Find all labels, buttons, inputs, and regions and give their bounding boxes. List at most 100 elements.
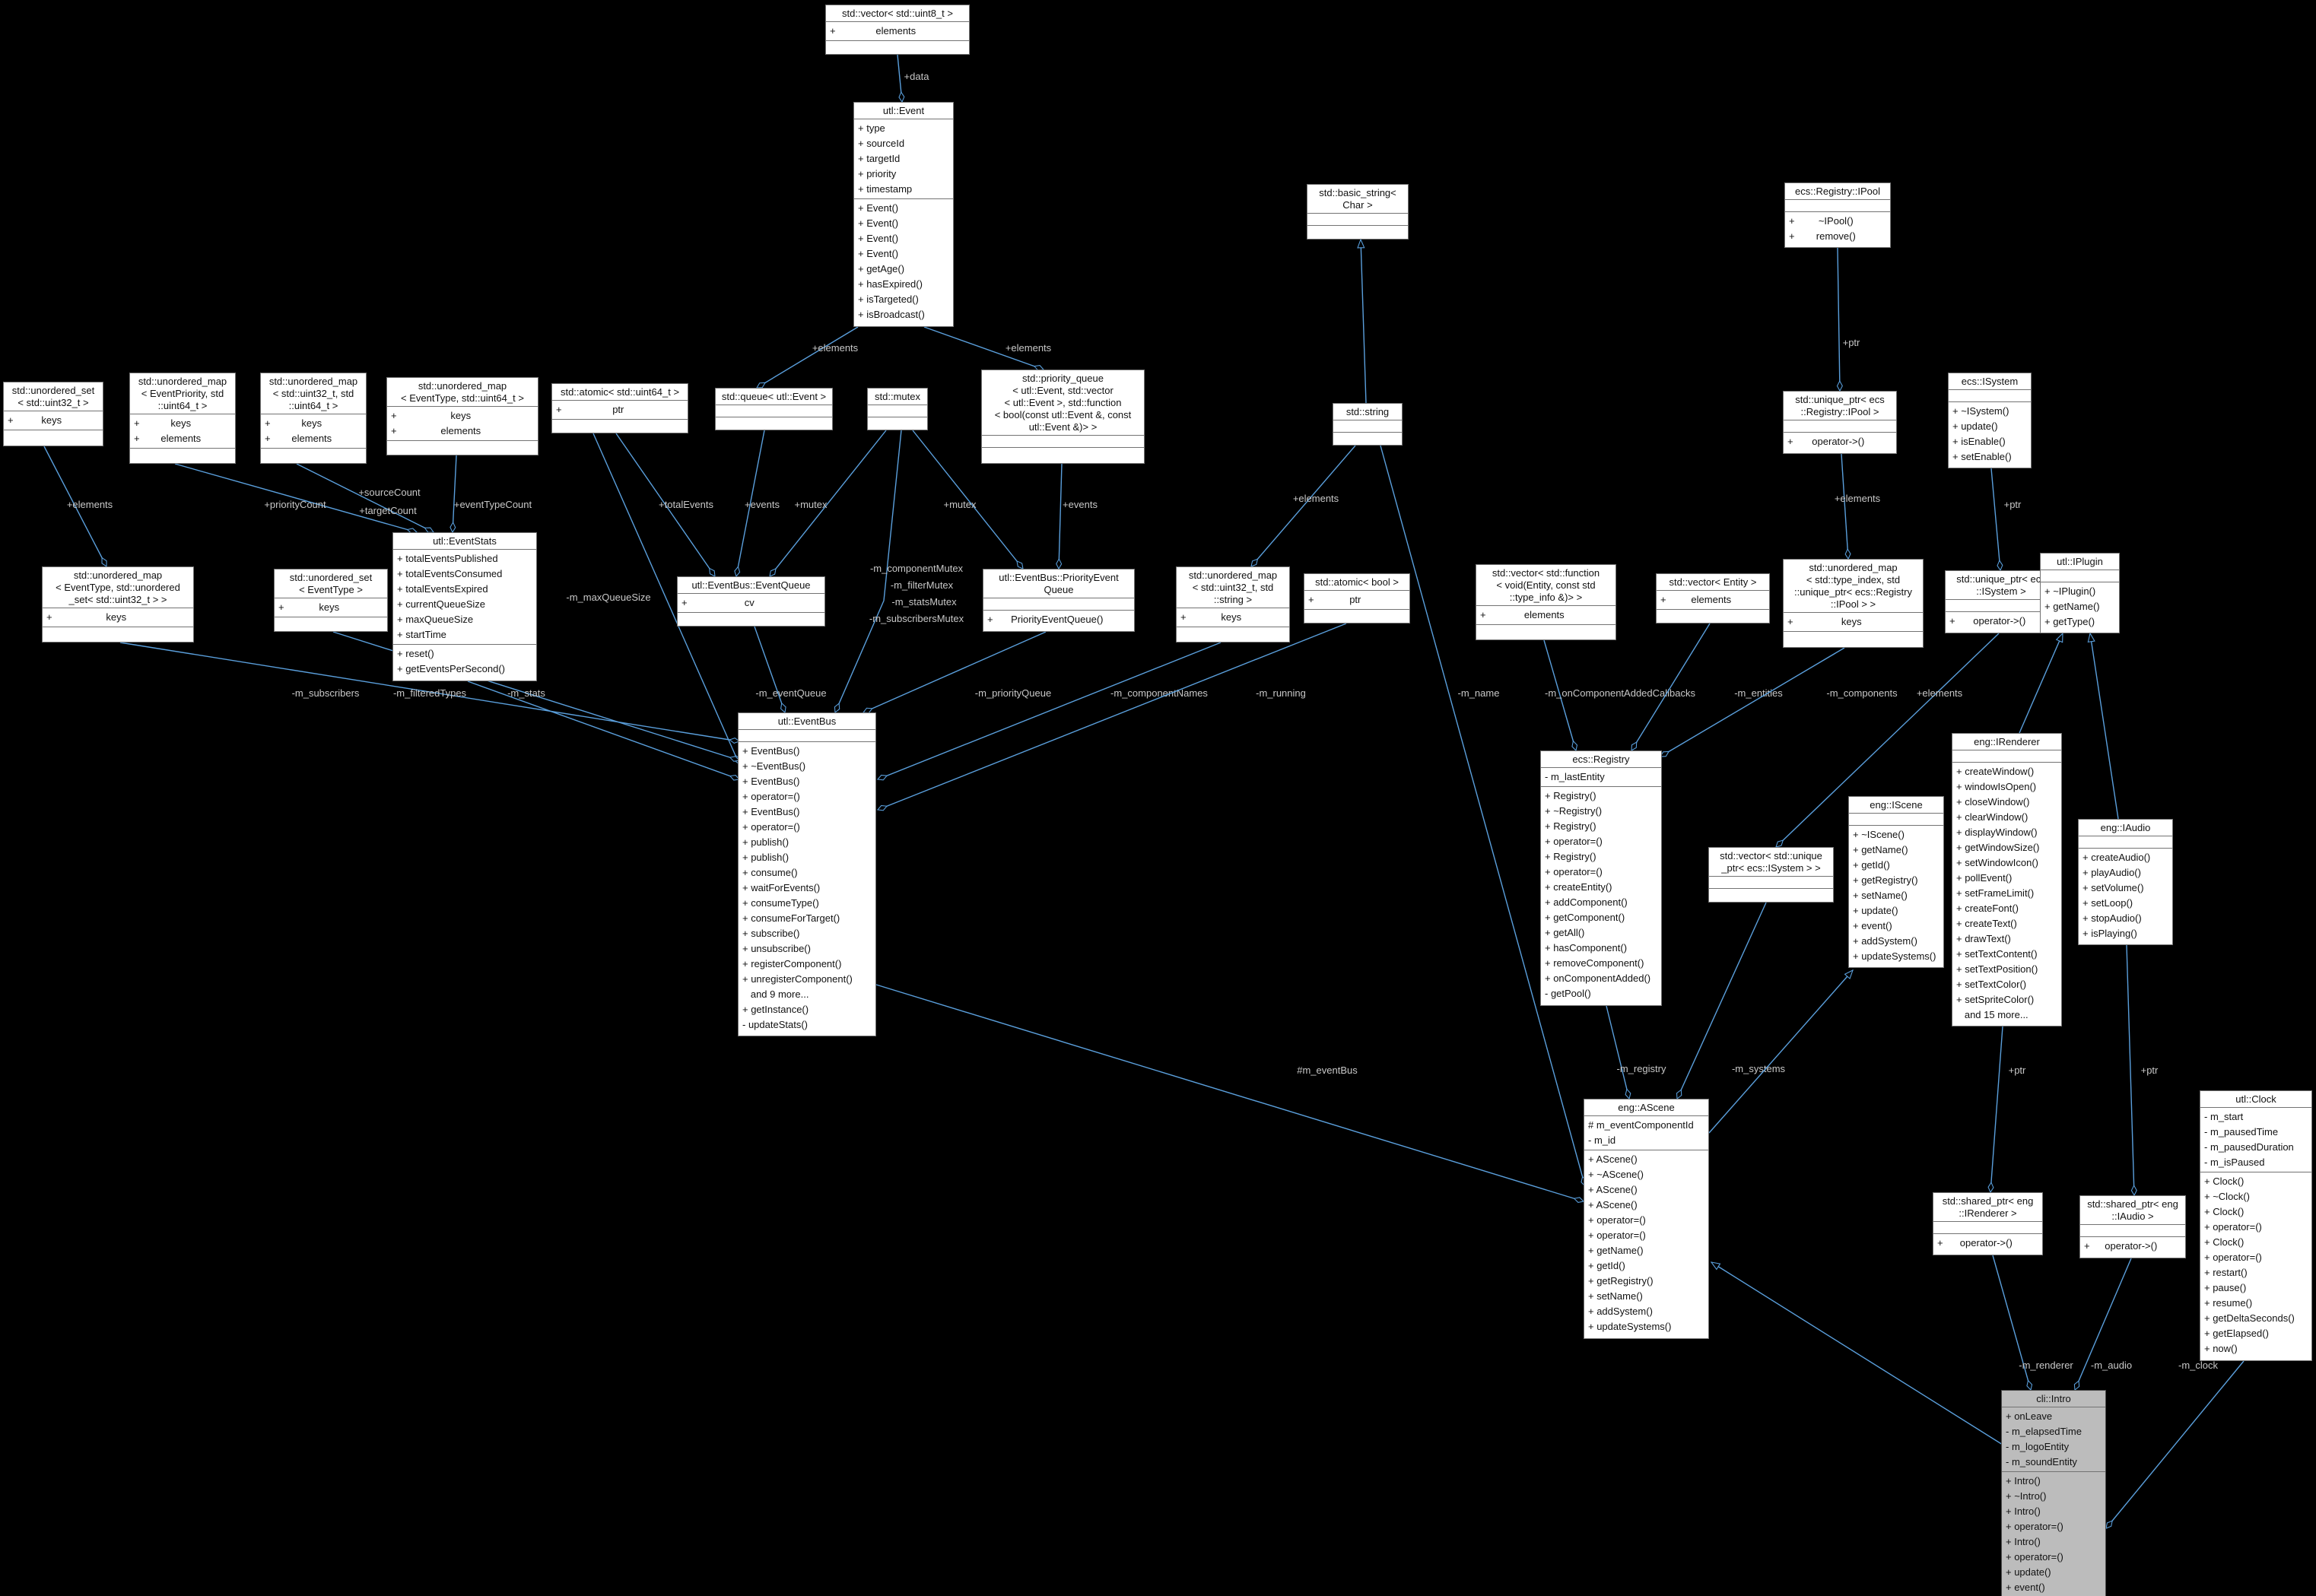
class-node-registry[interactable]: ecs::Registry- m_lastEntity+ Registry()+… [1540, 750, 1662, 1006]
class-title-line: std::basic_string< [1319, 187, 1396, 198]
class-method: + operator=() [1545, 836, 1603, 847]
class-attr-section [1952, 750, 2061, 762]
class-node-umap-uint32-string[interactable]: std::unordered_map< std::uint32_t, std::… [1176, 566, 1290, 643]
class-method-section [982, 447, 1144, 459]
class-attr-section [1946, 599, 2057, 611]
class-node-iscene[interactable]: eng::IScene+ ~IScene()+ getName()+ getId… [1848, 796, 1944, 968]
edge-renderer [1992, 1255, 2031, 1390]
class-node-umap-typeindex[interactable]: std::unordered_map< std::type_index, std… [1783, 559, 1924, 648]
class-node-iplugin[interactable]: utl::IPlugin+ ~IPlugin()+ getName()+ get… [2040, 553, 2120, 633]
class-title-line: _ptr< ecs::ISystem > > [1721, 862, 1821, 874]
class-node-intro[interactable]: cli::Intro+ onLeave- m_elapsedTime- m_lo… [2001, 1390, 2106, 1596]
class-method: +operator->() [2080, 1239, 2185, 1254]
class-method-section [716, 417, 832, 429]
class-method: + getRegistry() [1588, 1275, 1654, 1287]
class-method: + getComponent() [1545, 912, 1625, 923]
class-attr: - m_soundEntity [2006, 1456, 2077, 1467]
visibility-prefix: + [8, 414, 14, 426]
class-node-ascene[interactable]: eng::AScene# m_eventComponentId- m_id+ A… [1584, 1099, 1709, 1339]
class-attr: + currentQueueSize [397, 598, 485, 610]
edge-running [878, 623, 1347, 810]
class-node-vec-uptr-isystem[interactable]: std::vector< std::unique_ptr< ecs::ISyst… [1708, 847, 1834, 903]
class-node-iaudio[interactable]: eng::IAudio+ createAudio()+ playAudio()+… [2078, 819, 2173, 945]
class-node-mutex[interactable]: std::mutex [867, 388, 928, 430]
class-attr-section: - m_start- m_pausedTime- m_pausedDuratio… [2200, 1107, 2311, 1172]
visibility-prefix: + [391, 410, 397, 421]
class-method: + Registry() [1545, 820, 1596, 832]
class-node-vector-uint8[interactable]: std::vector< std::uint8_t >+elements [825, 5, 970, 55]
class-title: std::unordered_set< std::uint32_t > [4, 382, 103, 411]
class-method: + Event() [858, 217, 899, 229]
class-method: + pollEvent() [1956, 872, 2013, 884]
class-node-vec-entity[interactable]: std::vector< Entity >+elements [1656, 573, 1770, 623]
class-method-section [43, 627, 193, 639]
class-node-eventbus[interactable]: utl::EventBus+ EventBus()+ ~EventBus()+ … [738, 712, 876, 1036]
class-method: + AScene() [1588, 1199, 1638, 1210]
class-method: + closeWindow() [1956, 796, 2030, 808]
class-node-umap-eventtype-uint64[interactable]: std::unordered_map< EventType, std::uint… [386, 377, 538, 455]
class-node-umap-uint32-uint64[interactable]: std::unordered_map< std::uint32_t, std::… [260, 373, 367, 464]
class-node-eventqueue[interactable]: utl::EventBus::EventQueue+cv [677, 576, 825, 627]
class-method: + updateSystems() [1588, 1321, 1672, 1332]
class-method-section: +~IPool()+remove() [1785, 211, 1890, 246]
member-name: keys [450, 410, 472, 421]
class-node-basic-string[interactable]: std::basic_string<Char > [1307, 184, 1409, 240]
class-node-atomic-bool[interactable]: std::atomic< bool >+ptr [1304, 573, 1410, 623]
edge-label-mutex-eventbus: -m_subscribersMutex [869, 613, 964, 624]
member-name: ~IPool() [1818, 215, 1854, 227]
class-node-isystem[interactable]: ecs::ISystem+ ~ISystem()+ update()+ isEn… [1948, 373, 2032, 468]
class-node-uset-uint32[interactable]: std::unordered_set< std::uint32_t >+keys [3, 382, 103, 446]
edge-prioritycount [174, 463, 417, 532]
class-node-sptr-iaudio[interactable]: std::shared_ptr< eng::IAudio >+operator-… [2079, 1195, 2186, 1258]
class-node-clock[interactable]: utl::Clock- m_start- m_pausedTime- m_pau… [2200, 1090, 2312, 1361]
class-node-irenderer[interactable]: eng::IRenderer+ createWindow()+ windowIs… [1952, 733, 2062, 1026]
class-method: + setName() [1853, 890, 1908, 901]
edge-ptr-isystem [1990, 468, 2000, 570]
class-method: + createFont() [1956, 903, 2019, 914]
class-method: + setWindowIcon() [1956, 857, 2039, 868]
class-method: + EventBus() [742, 806, 800, 817]
member-name: keys [1221, 611, 1242, 623]
class-attr-section: +elements [1657, 590, 1769, 609]
class-title-line: ::unique_ptr< ecs::Registry [1794, 586, 1912, 598]
class-attr: +elements [130, 431, 235, 446]
class-attr: - m_lastEntity [1545, 771, 1605, 782]
class-method: + Event() [858, 202, 899, 214]
class-node-atomic-uint64[interactable]: std::atomic< std::uint64_t >+ptr [551, 383, 688, 433]
class-node-priority-queue[interactable]: std::priority_queue< utl::Event, std::ve… [981, 370, 1145, 464]
class-attr-section: + totalEventsPublished+ totalEventsConsu… [393, 549, 536, 644]
class-node-umap-eventpriority[interactable]: std::unordered_map< EventPriority, std::… [129, 373, 236, 464]
class-node-queue-event[interactable]: std::queue< utl::Event > [715, 388, 833, 430]
class-node-event[interactable]: utl::Event+ type+ sourceId+ targetId+ pr… [853, 102, 954, 327]
class-title-line: std::unique_ptr< ecs [1795, 394, 1885, 405]
class-node-string[interactable]: std::string [1333, 403, 1403, 446]
class-node-registry-ipool[interactable]: ecs::Registry::IPool+~IPool()+remove() [1784, 182, 1891, 248]
class-node-uptr-isystem[interactable]: std::unique_ptr< ecs::ISystem >+operator… [1945, 570, 2057, 633]
class-attr-section: # m_eventComponentId- m_id [1584, 1115, 1708, 1150]
class-attr-section [739, 729, 875, 741]
class-title-line: std::atomic< std::uint64_t > [560, 386, 680, 398]
edge-elements-usetmap [43, 446, 107, 566]
class-title-line: std::vector< std::unique [1720, 850, 1822, 861]
class-title-line: std::unordered_set [289, 572, 373, 583]
class-attr: + type [858, 122, 885, 134]
edge-registry-member [1606, 1005, 1629, 1099]
class-node-sptr-irenderer[interactable]: std::shared_ptr< eng::IRenderer >+operat… [1933, 1192, 2043, 1255]
class-attr-section: +keys+elements [130, 414, 235, 448]
edge-label-ptr-irenderer: +ptr [2009, 1065, 2026, 1076]
class-attr-section: + onLeave- m_elapsedTime- m_logoEntity- … [2002, 1407, 2105, 1471]
class-title-line: eng::IAudio [2100, 822, 2151, 833]
class-node-eventstats[interactable]: utl::EventStats+ totalEventsPublished+ t… [392, 532, 537, 681]
class-attr-section: - m_lastEntity [1541, 767, 1661, 786]
class-node-uptr-ipool[interactable]: std::unique_ptr< ecs::Registry::IPool >+… [1783, 391, 1897, 454]
class-title: std::vector< std::function< void(Entity,… [1476, 565, 1615, 605]
class-node-uset-eventtype[interactable]: std::unordered_set< EventType >+keys [274, 569, 388, 632]
visibility-prefix: + [1789, 215, 1795, 227]
class-node-umap-eventtype-uset[interactable]: std::unordered_map< EventType, std::unor… [42, 566, 194, 643]
class-node-vec-function[interactable]: std::vector< std::function< void(Entity,… [1476, 564, 1616, 640]
class-title-line: _set< std::uint32_t > > [68, 594, 167, 605]
class-title-line: Char > [1342, 199, 1373, 211]
class-title: std::unique_ptr< ecs::Registry::IPool > [1784, 392, 1896, 420]
edge-entities [1631, 623, 1711, 750]
